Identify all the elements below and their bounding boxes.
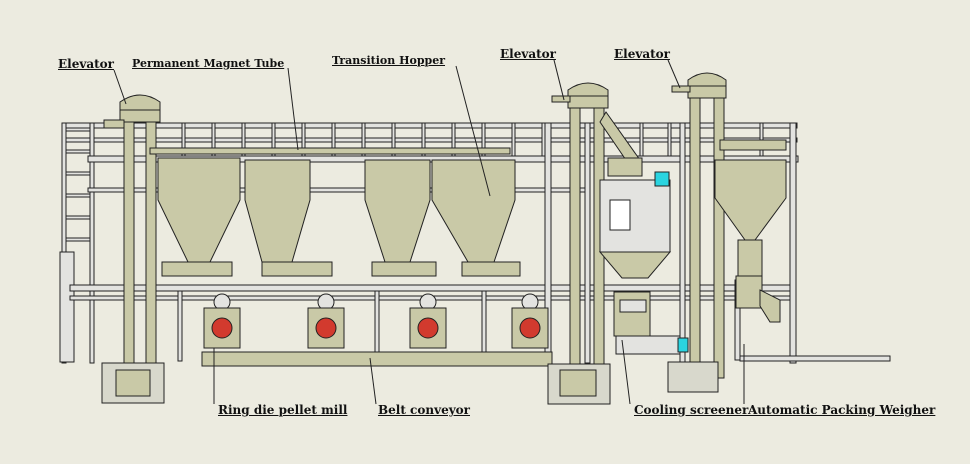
- storage-bins: [149, 147, 521, 277]
- elevator-mid-unit: [547, 82, 641, 405]
- label-elevator-right: Elevator: [614, 47, 670, 61]
- label-elevator-mid: Elevator: [500, 47, 556, 61]
- left-ladder: [59, 127, 91, 363]
- elevator-right-unit: [667, 72, 727, 393]
- label-cooling-screener: Cooling screener: [634, 403, 749, 417]
- pellet-mill-2: [307, 293, 345, 349]
- label-permanent-magnet-tube: Permanent Magnet Tube: [132, 57, 285, 70]
- cooling-screener-unit: [598, 157, 689, 355]
- steel-frame: [69, 122, 799, 364]
- label-automatic-packing-weigher: Automatic Packing Weigher: [748, 403, 936, 417]
- label-elevator-left: Elevator: [58, 57, 114, 71]
- pellet-mill-1: [203, 293, 241, 349]
- top-guard-rail: [61, 122, 798, 364]
- label-transition-hopper: Transition Hopper: [332, 54, 446, 67]
- pellet-mills: [203, 293, 549, 349]
- belt-conveyor-unit: [201, 351, 553, 367]
- pellet-mill-3: [409, 293, 447, 349]
- label-belt-conveyor: Belt conveyor: [378, 403, 470, 417]
- pellet-mill-4: [511, 293, 549, 349]
- leader-lines: [113, 59, 745, 405]
- elevator-left-unit: [101, 94, 165, 404]
- packing-weigher-unit: [714, 139, 891, 362]
- label-ring-die-pellet-mill: Ring die pellet mill: [218, 403, 348, 417]
